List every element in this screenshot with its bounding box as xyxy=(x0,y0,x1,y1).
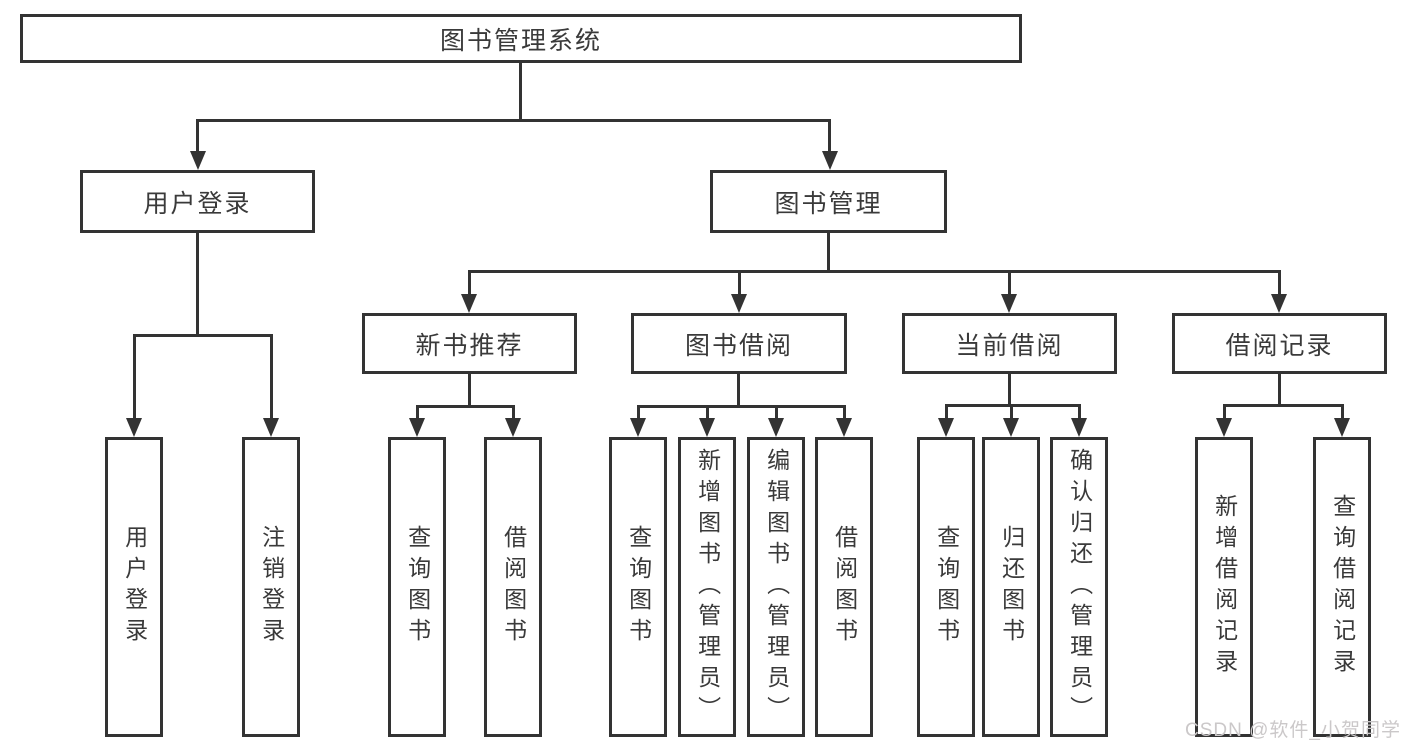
arrow-down-icon xyxy=(1216,418,1232,437)
leaf-add-borrow-record-label: 新增借阅记录 xyxy=(1211,494,1238,680)
leaf-user-login-label: 用户登录 xyxy=(121,525,148,649)
leaf-confirm-return-admin-label: 确认归还（管理员） xyxy=(1066,447,1093,727)
leaf-query-books-borrowing: 查询图书 xyxy=(609,437,667,737)
v-line xyxy=(468,270,471,297)
arrow-down-icon xyxy=(1003,418,1019,437)
leaf-logout-label: 注销登录 xyxy=(258,525,285,649)
h-line xyxy=(945,404,1081,407)
h-line xyxy=(196,119,831,122)
v-line xyxy=(270,334,273,420)
node-borrowing-records: 借阅记录 xyxy=(1172,313,1387,374)
arrow-down-icon xyxy=(938,418,954,437)
leaf-return-books-label: 归还图书 xyxy=(998,525,1025,649)
node-root: 图书管理系统 xyxy=(20,14,1022,63)
leaf-query-books-current: 查询图书 xyxy=(917,437,975,737)
arrow-down-icon xyxy=(630,418,646,437)
v-line xyxy=(1008,373,1011,407)
leaf-logout: 注销登录 xyxy=(242,437,300,737)
node-user-login-label: 用户登录 xyxy=(143,189,252,218)
node-current-borrowing-label: 当前借阅 xyxy=(955,331,1064,360)
watermark: CSDN @软件_小贺同学 xyxy=(1185,720,1401,741)
v-line xyxy=(468,373,471,408)
h-line xyxy=(468,270,1281,273)
arrow-down-icon xyxy=(822,151,838,170)
arrow-down-icon xyxy=(699,418,715,437)
v-line xyxy=(827,232,830,273)
leaf-query-borrow-record-label: 查询借阅记录 xyxy=(1329,494,1356,680)
node-user-login: 用户登录 xyxy=(80,170,315,233)
leaf-query-books-recommend: 查询图书 xyxy=(388,437,446,737)
leaf-return-books: 归还图书 xyxy=(982,437,1040,737)
v-line xyxy=(512,405,515,421)
leaf-borrow-books-recommend: 借阅图书 xyxy=(484,437,542,737)
leaf-query-books-current-label: 查询图书 xyxy=(933,525,960,649)
arrow-down-icon xyxy=(1071,418,1087,437)
leaf-query-borrow-record: 查询借阅记录 xyxy=(1313,437,1371,737)
leaf-add-books-admin-label: 新增图书（管理员） xyxy=(694,447,721,727)
node-book-management: 图书管理 xyxy=(710,170,947,233)
v-line xyxy=(1008,270,1011,297)
arrow-down-icon xyxy=(505,418,521,437)
v-line xyxy=(1223,404,1226,421)
leaf-borrow-books-label: 借阅图书 xyxy=(831,525,858,649)
v-line xyxy=(416,405,419,421)
v-line xyxy=(1010,404,1013,421)
leaf-borrow-books: 借阅图书 xyxy=(815,437,873,737)
arrow-down-icon xyxy=(263,418,279,437)
h-line xyxy=(637,405,846,408)
arrow-down-icon xyxy=(461,294,477,313)
leaf-user-login: 用户登录 xyxy=(105,437,163,737)
node-new-book-recommend-label: 新书推荐 xyxy=(415,331,524,360)
v-line xyxy=(737,373,740,408)
v-line xyxy=(196,119,199,153)
v-line xyxy=(738,270,741,297)
node-borrowing-records-label: 借阅记录 xyxy=(1225,331,1334,360)
node-book-borrowing: 图书借阅 xyxy=(631,313,847,374)
leaf-borrow-books-recommend-label: 借阅图书 xyxy=(500,525,527,649)
node-new-book-recommend: 新书推荐 xyxy=(362,313,577,374)
node-root-label: 图书管理系统 xyxy=(439,26,602,55)
v-line xyxy=(706,405,709,421)
v-line xyxy=(843,405,846,421)
v-line xyxy=(133,334,136,420)
v-line xyxy=(519,63,522,121)
arrow-down-icon xyxy=(126,418,142,437)
leaf-edit-books-admin-label: 编辑图书（管理员） xyxy=(763,447,790,727)
arrow-down-icon xyxy=(190,151,206,170)
v-line xyxy=(637,405,640,421)
v-line xyxy=(196,232,199,337)
leaf-query-books-borrowing-label: 查询图书 xyxy=(625,525,652,649)
arrow-down-icon xyxy=(1001,294,1017,313)
arrow-down-icon xyxy=(731,294,747,313)
leaf-confirm-return-admin: 确认归还（管理员） xyxy=(1050,437,1108,737)
arrow-down-icon xyxy=(409,418,425,437)
h-line xyxy=(416,405,515,408)
arrow-down-icon xyxy=(768,418,784,437)
node-book-management-label: 图书管理 xyxy=(774,189,883,218)
arrow-down-icon xyxy=(836,418,852,437)
v-line xyxy=(1341,404,1344,421)
v-line xyxy=(1078,404,1081,421)
h-line xyxy=(133,334,273,337)
node-current-borrowing: 当前借阅 xyxy=(902,313,1117,374)
leaf-add-books-admin: 新增图书（管理员） xyxy=(678,437,736,737)
v-line xyxy=(775,405,778,421)
v-line xyxy=(945,404,948,421)
node-book-borrowing-label: 图书借阅 xyxy=(684,331,793,360)
v-line xyxy=(1278,373,1281,407)
leaf-query-books-recommend-label: 查询图书 xyxy=(404,525,431,649)
leaf-edit-books-admin: 编辑图书（管理员） xyxy=(747,437,805,737)
v-line xyxy=(828,119,831,153)
arrow-down-icon xyxy=(1271,294,1287,313)
arrow-down-icon xyxy=(1334,418,1350,437)
leaf-add-borrow-record: 新增借阅记录 xyxy=(1195,437,1253,737)
h-line xyxy=(1223,404,1344,407)
v-line xyxy=(1278,270,1281,297)
